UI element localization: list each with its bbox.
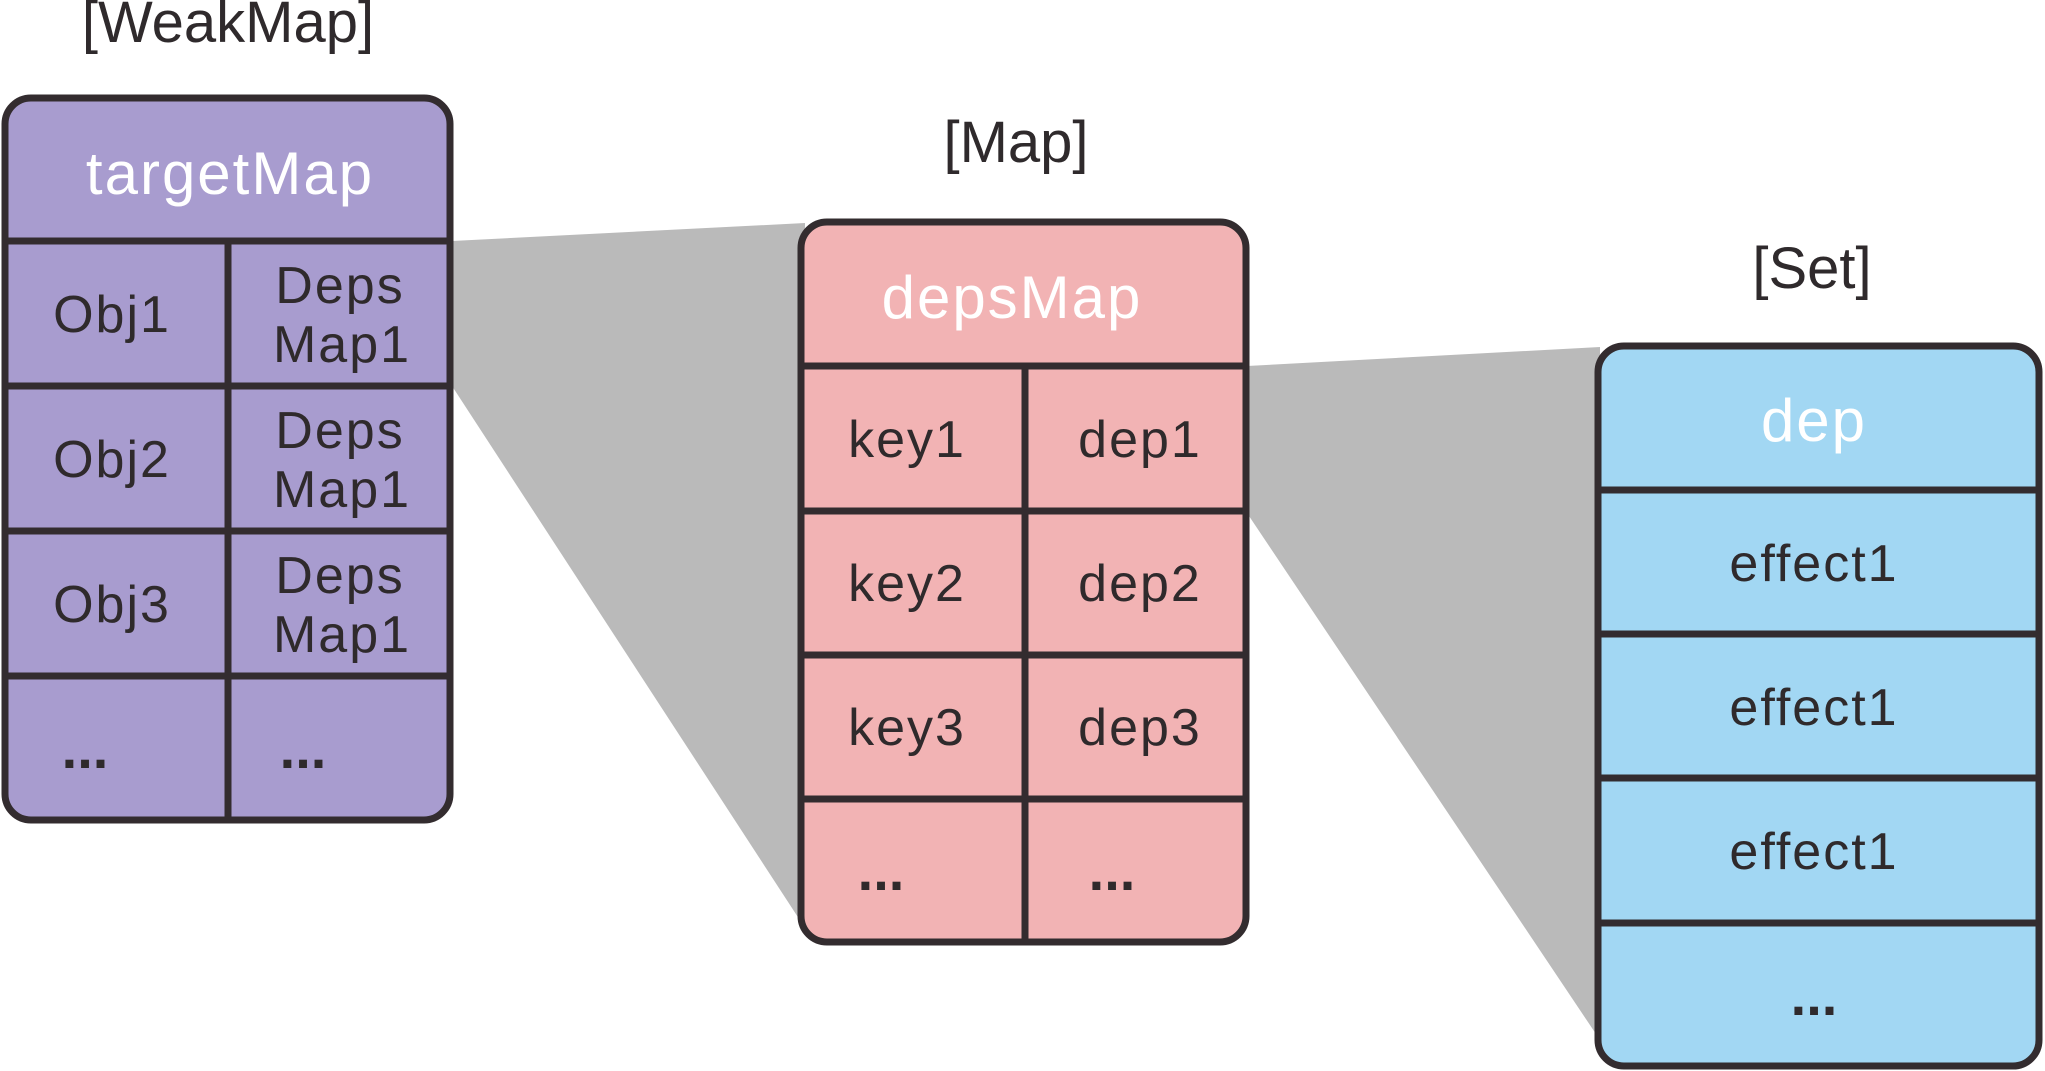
set-title: dep bbox=[1761, 387, 1867, 454]
connector-map-to-set bbox=[1247, 347, 1600, 1040]
weakmap-value-cell: Deps bbox=[275, 257, 404, 315]
set-item-ellipsis: ... bbox=[1791, 964, 1838, 1027]
map-value-cell: dep1 bbox=[1078, 411, 1202, 469]
set-table: dep effect1 effect1 effect1 ... bbox=[1594, 342, 2043, 1070]
map-key-cell: key3 bbox=[848, 699, 966, 757]
set-frame bbox=[1594, 342, 2043, 1070]
weakmap-value-cell: Map1 bbox=[273, 606, 411, 664]
weakmap-key-cell: Obj2 bbox=[53, 431, 171, 489]
set-item-cell: effect1 bbox=[1729, 535, 1898, 593]
weakmap-key-cell: Obj3 bbox=[53, 576, 171, 634]
map-key-cell: key2 bbox=[848, 555, 966, 613]
set-type-label: [Set] bbox=[1752, 236, 1871, 301]
weakmap-value-cell: Map1 bbox=[273, 461, 411, 519]
map-key-cell: key1 bbox=[848, 411, 966, 469]
map-value-cell: dep3 bbox=[1078, 699, 1202, 757]
weakmap-key-cell: Obj1 bbox=[53, 286, 171, 344]
map-title: depsMap bbox=[882, 264, 1143, 331]
weakmap-title: targetMap bbox=[86, 140, 374, 207]
set-item-cell: effect1 bbox=[1729, 823, 1898, 881]
map-key-ellipsis: ... bbox=[858, 839, 905, 902]
connector-weakmap-to-map bbox=[452, 223, 805, 928]
map-table: depsMap key1 dep1 key2 dep2 key3 dep3 ..… bbox=[797, 218, 1250, 946]
weakmap-value-cell: Deps bbox=[275, 547, 404, 605]
map-type-label: [Map] bbox=[943, 110, 1088, 175]
map-value-ellipsis: ... bbox=[1089, 839, 1136, 902]
map-value-cell: dep2 bbox=[1078, 555, 1202, 613]
weakmap-table: targetMap Obj1 Deps Map1 Obj2 Deps Map1 … bbox=[1, 94, 454, 824]
weakmap-value-ellipsis: ... bbox=[280, 717, 327, 780]
weakmap-key-ellipsis: ... bbox=[62, 717, 109, 780]
set-item-cell: effect1 bbox=[1729, 679, 1898, 737]
weakmap-value-cell: Deps bbox=[275, 402, 404, 460]
weakmap-value-cell: Map1 bbox=[273, 316, 411, 374]
weakmap-type-label: [WeakMap] bbox=[82, 0, 374, 55]
